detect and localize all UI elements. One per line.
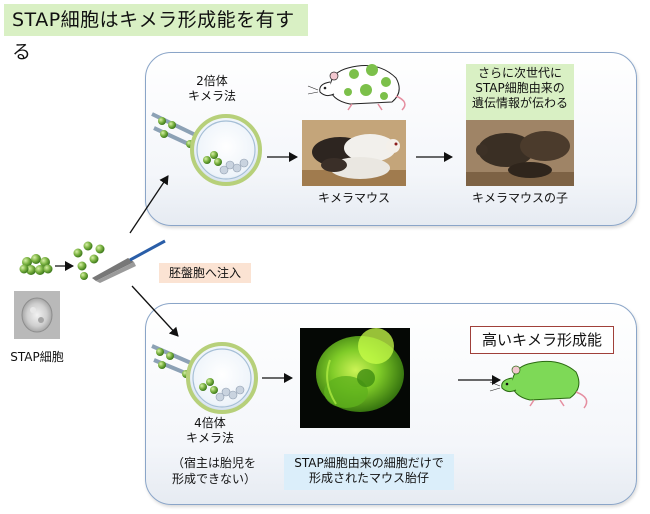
injection-pipette [92,239,166,283]
blastocyst-4n [151,342,258,414]
embryo-note: STAP細胞由来の細胞だけで 形成されたマウス胎仔 [284,454,454,490]
dissociated-cells [73,241,105,280]
injection-label: 胚盤胞へ注入 [159,263,251,283]
next-gen-line1: さらに次世代に [477,66,562,80]
page-title: STAP細胞はキメラ形成能を有する [4,4,308,63]
stap-cell-cluster [19,254,53,275]
bottom-method-line1: 4倍体 [194,416,226,430]
chimera-mouse-illustration [307,64,406,111]
offspring-label: キメラマウスの子 [471,191,568,205]
blastocyst-2n [151,112,262,186]
chimera-mouse-label: キメラマウス [317,191,390,205]
top-method-line1: 2倍体 [196,74,228,88]
next-gen-line2: STAP細胞由来の [475,81,565,95]
stap-cell-label: STAP細胞 [10,350,64,364]
chimera-mice-photo [302,120,406,186]
green-mouse-illustration [489,360,588,409]
host-note-line1: （宿主は胎児を [171,456,256,470]
top-method-line2: キメラ法 [187,89,236,103]
arrow-to-bottom [131,285,179,337]
bottom-method-line2: キメラ法 [185,431,234,445]
embryo-note-line1: STAP細胞由来の細胞だけで [294,456,444,470]
high-chimera-capacity-label: 高いキメラ形成能 [470,326,614,354]
host-note-line2: 形成できない） [171,472,256,486]
next-generation-note: さらに次世代に STAP細胞由来の 遺伝情報が伝わる [466,64,574,120]
chimera-offspring-photo [466,120,574,186]
gfp-embryo-photo [300,328,410,428]
next-gen-line3: 遺伝情報が伝わる [471,96,568,110]
embryo-note-line2: 形成されたマウス胎仔 [308,471,429,485]
arrow-to-top [129,175,169,234]
